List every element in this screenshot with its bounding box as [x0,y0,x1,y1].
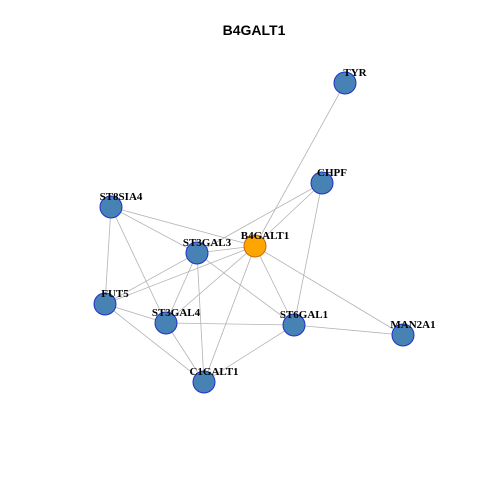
node-st8sia4[interactable]: ST8SIA4 [99,191,143,219]
node-fut5[interactable]: FUT5 [93,288,129,316]
edge-st3gal4-st6gal1 [165,322,295,326]
node-b4galt1[interactable]: B4GALT1 [241,230,290,258]
node-st3gal4[interactable]: ST3GAL4 [152,307,201,335]
edge-st6gal1-man2a1 [293,324,404,336]
node-chpf[interactable]: CHPF [310,167,347,195]
node-label-man2a1: MAN2A1 [390,319,435,331]
node-circle-chpf[interactable] [310,171,334,195]
node-label-st6gal1: ST6GAL1 [280,309,328,321]
node-label-st3gal3: ST3GAL3 [183,237,232,249]
edge-b4galt1-fut5 [104,245,256,305]
node-circle-tyr[interactable] [333,71,357,95]
node-circle-st8sia4[interactable] [99,195,123,219]
edge-layer [104,82,404,383]
edge-st3gal3-st6gal1 [196,252,295,326]
node-circle-fut5[interactable] [93,292,117,316]
node-man2a1[interactable]: MAN2A1 [390,319,436,347]
edge-b4galt1-st6gal1 [254,245,295,326]
edge-b4galt1-c1galt1 [203,245,256,383]
edge-b4galt1-chpf [254,182,323,247]
edge-st3gal3-fut5 [104,252,198,305]
edge-b4galt1-man2a1 [254,245,404,336]
node-label-st3gal4: ST3GAL4 [152,307,201,319]
edge-st8sia4-fut5 [104,206,112,305]
edge-b4galt1-st3gal4 [165,245,256,324]
edge-chpf-st6gal1 [293,182,323,326]
node-label-chpf: CHPF [317,167,347,179]
node-label-st8sia4: ST8SIA4 [100,191,143,203]
node-st3gal3[interactable]: ST3GAL3 [183,237,232,265]
node-circle-st3gal4[interactable] [154,311,178,335]
edge-st8sia4-st3gal4 [110,206,167,324]
edge-st6gal1-c1galt1 [203,324,295,383]
node-circle-st3gal3[interactable] [185,241,209,265]
node-c1galt1[interactable]: C1GALT1 [189,366,239,394]
edge-fut5-c1galt1 [104,303,205,383]
node-circle-b4galt1[interactable] [243,234,267,258]
node-st6gal1[interactable]: ST6GAL1 [280,309,328,337]
edge-chpf-st3gal3 [196,182,323,254]
edge-b4galt1-tyr [254,82,346,247]
edge-st3gal3-c1galt1 [196,252,205,383]
edge-b4galt1-st8sia4 [110,206,256,247]
edge-st3gal3-st3gal4 [165,252,198,324]
edge-st8sia4-st3gal3 [110,206,198,254]
node-label-fut5: FUT5 [101,288,129,300]
node-label-c1galt1: C1GALT1 [189,366,238,378]
edge-st3gal4-c1galt1 [165,322,205,383]
node-label-tyr: TYR [343,67,367,79]
node-label-b4galt1: B4GALT1 [241,230,290,242]
node-tyr[interactable]: TYR [333,67,368,95]
node-circle-c1galt1[interactable] [192,370,216,394]
node-circle-st6gal1[interactable] [282,313,306,337]
node-circle-man2a1[interactable] [391,323,415,347]
diagram-title: B4GALT1 [223,22,286,38]
